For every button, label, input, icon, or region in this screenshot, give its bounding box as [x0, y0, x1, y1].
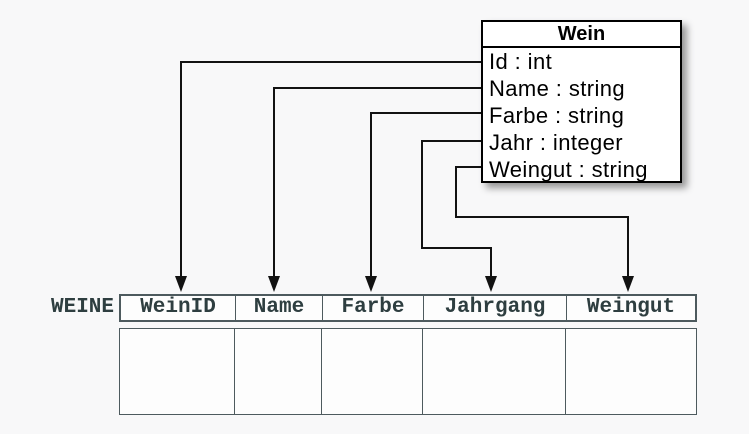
connector-weingut-to-weingut — [455, 166, 634, 292]
table-name-label: WEINE — [50, 296, 114, 319]
connector-name-to-name — [268, 87, 481, 292]
arrowhead-farbe — [365, 276, 377, 292]
class-title: Wein — [483, 22, 680, 48]
table-empty-row — [119, 328, 697, 415]
arrowhead-jahrgang — [485, 276, 497, 292]
class-attribute-list: Id : int Name : string Farbe : string Ja… — [483, 48, 680, 183]
empty-cell-weinid — [120, 329, 234, 414]
class-attribute-jahr: Jahr : integer — [489, 130, 624, 155]
empty-cell-farbe — [321, 329, 422, 414]
connector-farbe-to-farbe — [365, 112, 481, 292]
connector-id-to-weinid — [175, 61, 481, 292]
class-attribute-name: Name : string — [489, 76, 626, 101]
class-attribute-farbe: Farbe : string — [489, 103, 625, 128]
empty-cell-weingut — [565, 329, 694, 414]
empty-cell-name — [234, 329, 321, 414]
class-attribute-id: Id : int — [489, 49, 553, 74]
arrowhead-weinid — [175, 276, 187, 292]
column-header-weingut: Weingut — [566, 296, 695, 320]
column-header-name: Name — [235, 296, 322, 320]
class-attribute-weingut: Weingut : string — [489, 157, 648, 182]
empty-cell-jahrgang — [422, 329, 565, 414]
uml-class-wein: Wein Id : int Name : string Farbe : stri… — [481, 20, 682, 183]
column-header-jahrgang: Jahrgang — [423, 296, 566, 320]
column-header-farbe: Farbe — [322, 296, 423, 320]
arrowhead-name — [268, 276, 280, 292]
column-header-weinid: WeinID — [140, 296, 216, 319]
table-header-row: WeinID Name Farbe Jahrgang Weingut — [119, 294, 697, 322]
arrowhead-weingut — [622, 276, 634, 292]
